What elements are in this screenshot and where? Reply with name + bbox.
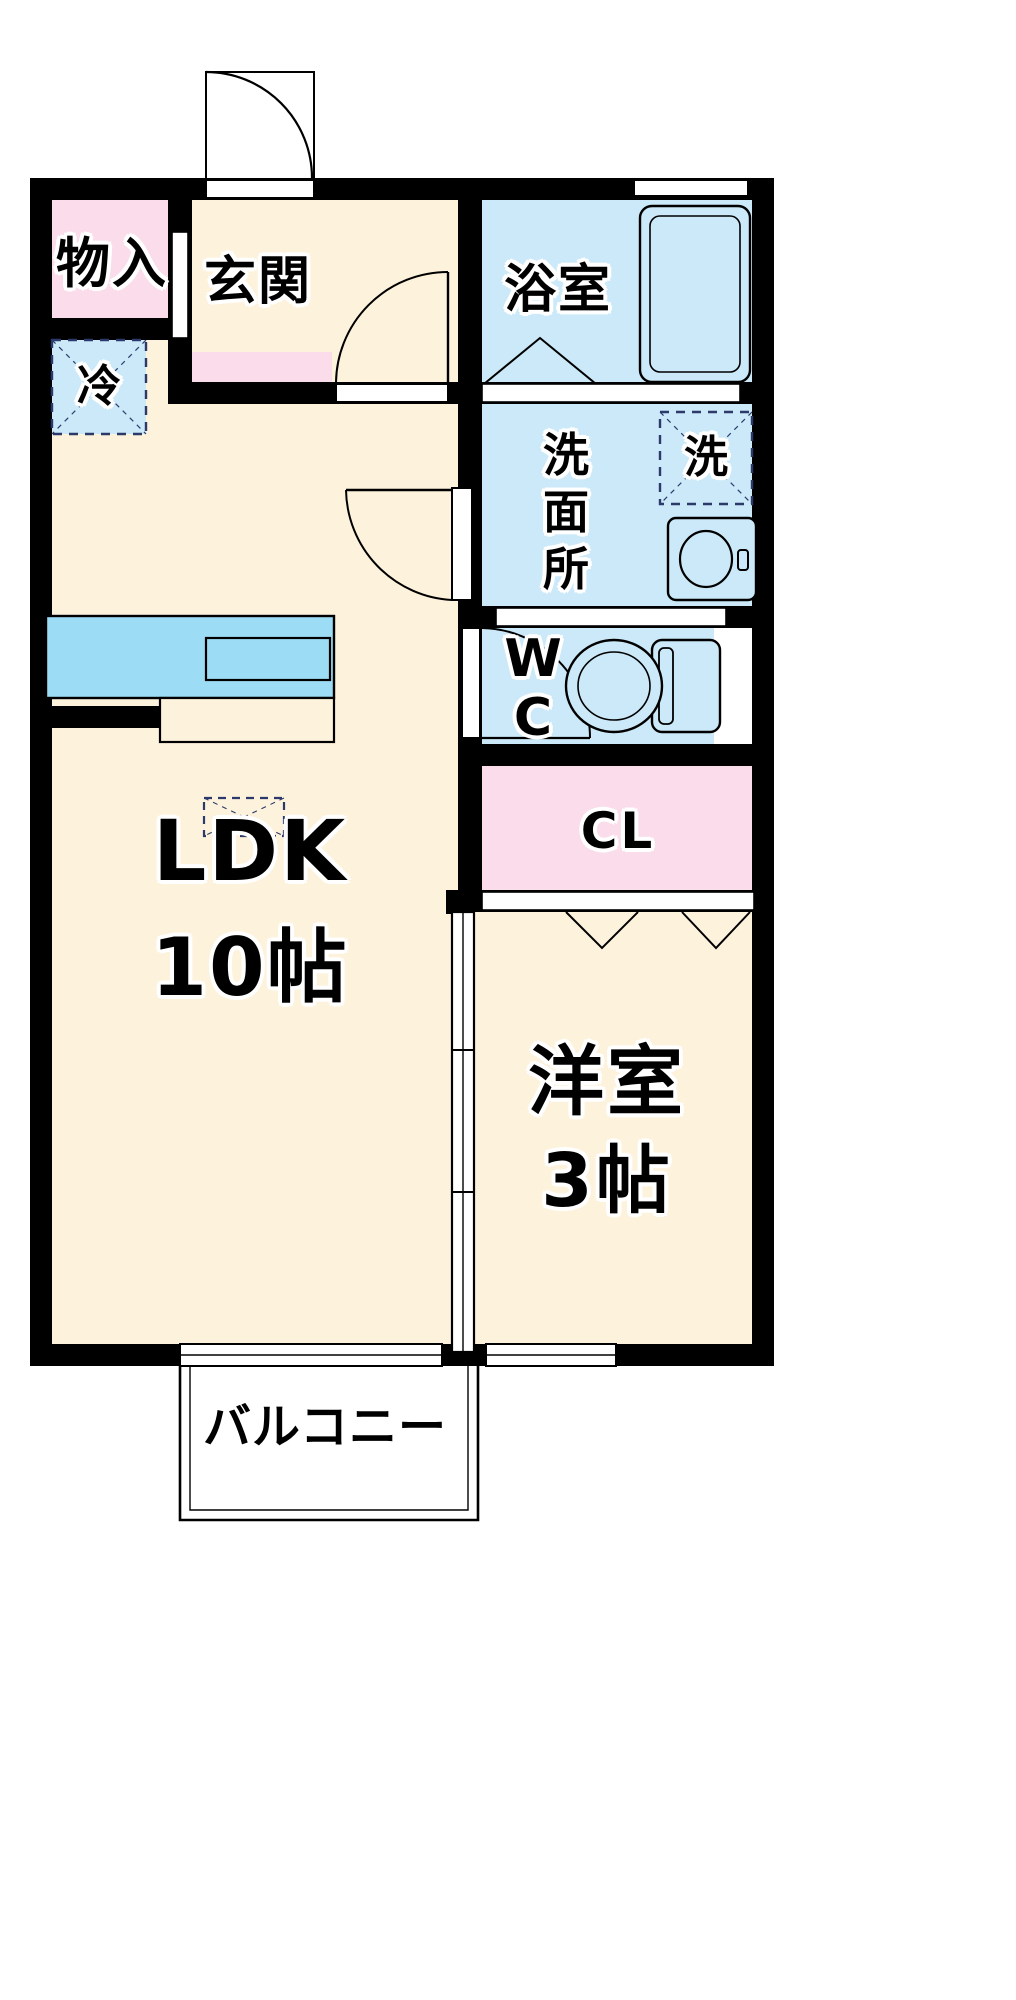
mono-ire-door[interactable] (171, 231, 189, 339)
ceiling-light-outlet (202, 796, 286, 838)
entrance-door-frame[interactable] (205, 179, 315, 199)
wall-left-lower (30, 706, 52, 1366)
wall-right (752, 178, 774, 1366)
mono-ire-fill (45, 200, 180, 328)
wall-left-step (30, 706, 160, 728)
kitchen-counter-fixture (44, 614, 336, 744)
genkan-inner-door-frame[interactable] (335, 383, 449, 403)
bath-folding-door-symbol (483, 336, 597, 385)
wall-left-upper (30, 178, 52, 718)
closet-doors[interactable] (481, 891, 755, 950)
washroom-door-frame[interactable] (461, 627, 481, 739)
genkan-inner-door-arc (335, 271, 449, 385)
fridge-space (50, 338, 148, 436)
toilet-bowl-fixture (564, 638, 722, 734)
cl-fill (482, 766, 758, 892)
bedroom-floor (470, 890, 758, 1355)
balcony-outline (178, 1366, 480, 1522)
bath-window[interactable] (633, 179, 749, 197)
bathtub-fixture (638, 204, 752, 384)
wc-door[interactable] (495, 607, 727, 627)
balcony-outline-inner (189, 1366, 469, 1511)
bath-door[interactable] (481, 383, 741, 403)
sliding-partition[interactable] (450, 910, 476, 1354)
entrance-door-swing-arc (205, 70, 314, 179)
ldk-door-arc (345, 489, 453, 601)
washbasin-fixture (666, 516, 758, 602)
washer-space (658, 410, 754, 506)
wall-monoire-bottom (30, 318, 180, 340)
entrance-door-leaf[interactable] (205, 71, 315, 178)
ldk-door-frame[interactable] (451, 487, 473, 601)
wall-wc-cl (470, 744, 774, 766)
wall-bedroom-topleft (446, 890, 470, 914)
